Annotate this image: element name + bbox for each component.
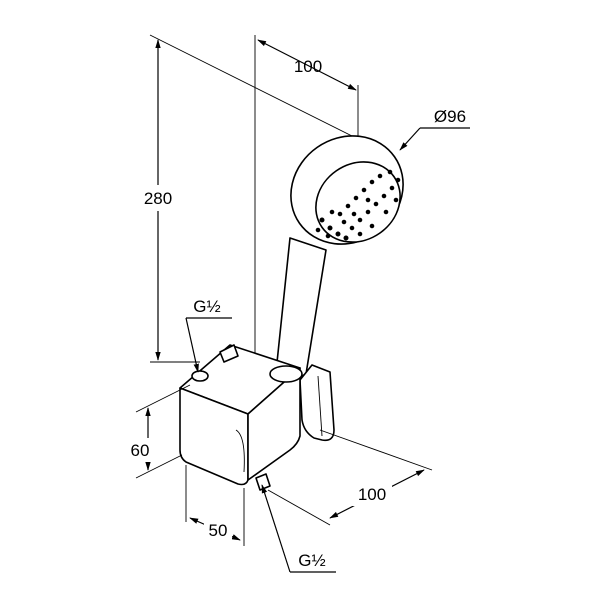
elbow-front-face [179,387,249,486]
elbow-bevel [235,429,245,473]
label-bg-60 [126,438,156,462]
hand-shower [275,135,404,379]
holder-bracket [299,364,335,442]
label-total-height: 280 [144,189,172,208]
holder-edge [317,375,323,437]
dim-thread-lower: G½ [261,484,336,573]
top-connector [219,344,239,363]
ext-line-100-left [267,489,331,526]
spray-nozzles [315,169,401,241]
dim-thread-upper: G½ [185,297,232,373]
shower-handle [275,237,327,379]
ext-line-100-right [319,429,433,471]
dim-head-diameter: Ø96 [399,107,470,151]
label-head-diameter: Ø96 [434,107,466,126]
back-inlet [191,370,209,382]
label-bracket-height: 60 [131,441,150,460]
elbow-side-face [247,367,301,481]
label-thread-lower: G½ [298,551,325,570]
dim-bracket-depth: 50 [185,465,245,546]
wall-holder [299,364,335,442]
ext-line-60-bottom [135,454,183,479]
dim-top-width: 100 [254,35,359,355]
shower-socket [269,365,303,383]
ext-line-top [149,34,371,146]
leader-diameter [399,127,421,151]
leader-thread-upper [185,317,199,373]
dim-bracket-width: 100 [267,429,433,526]
shower-head-face [315,161,401,243]
label-bracket-width: 100 [358,485,386,504]
label-top-width: 100 [294,57,322,76]
label-bg-100 [352,482,392,506]
label-bg [136,185,180,211]
wall-outlet-elbow [179,344,303,491]
dim-total-height: 280 [136,34,371,363]
label-bg-50 [204,518,232,540]
dim-line-100-top [257,39,357,91]
label-thread-upper: G½ [193,297,220,316]
label-bracket-depth: 50 [209,521,228,540]
leader-thread-lower [261,484,291,573]
ext-line-60-top [135,384,191,413]
dim-bracket-height: 60 [126,384,191,479]
